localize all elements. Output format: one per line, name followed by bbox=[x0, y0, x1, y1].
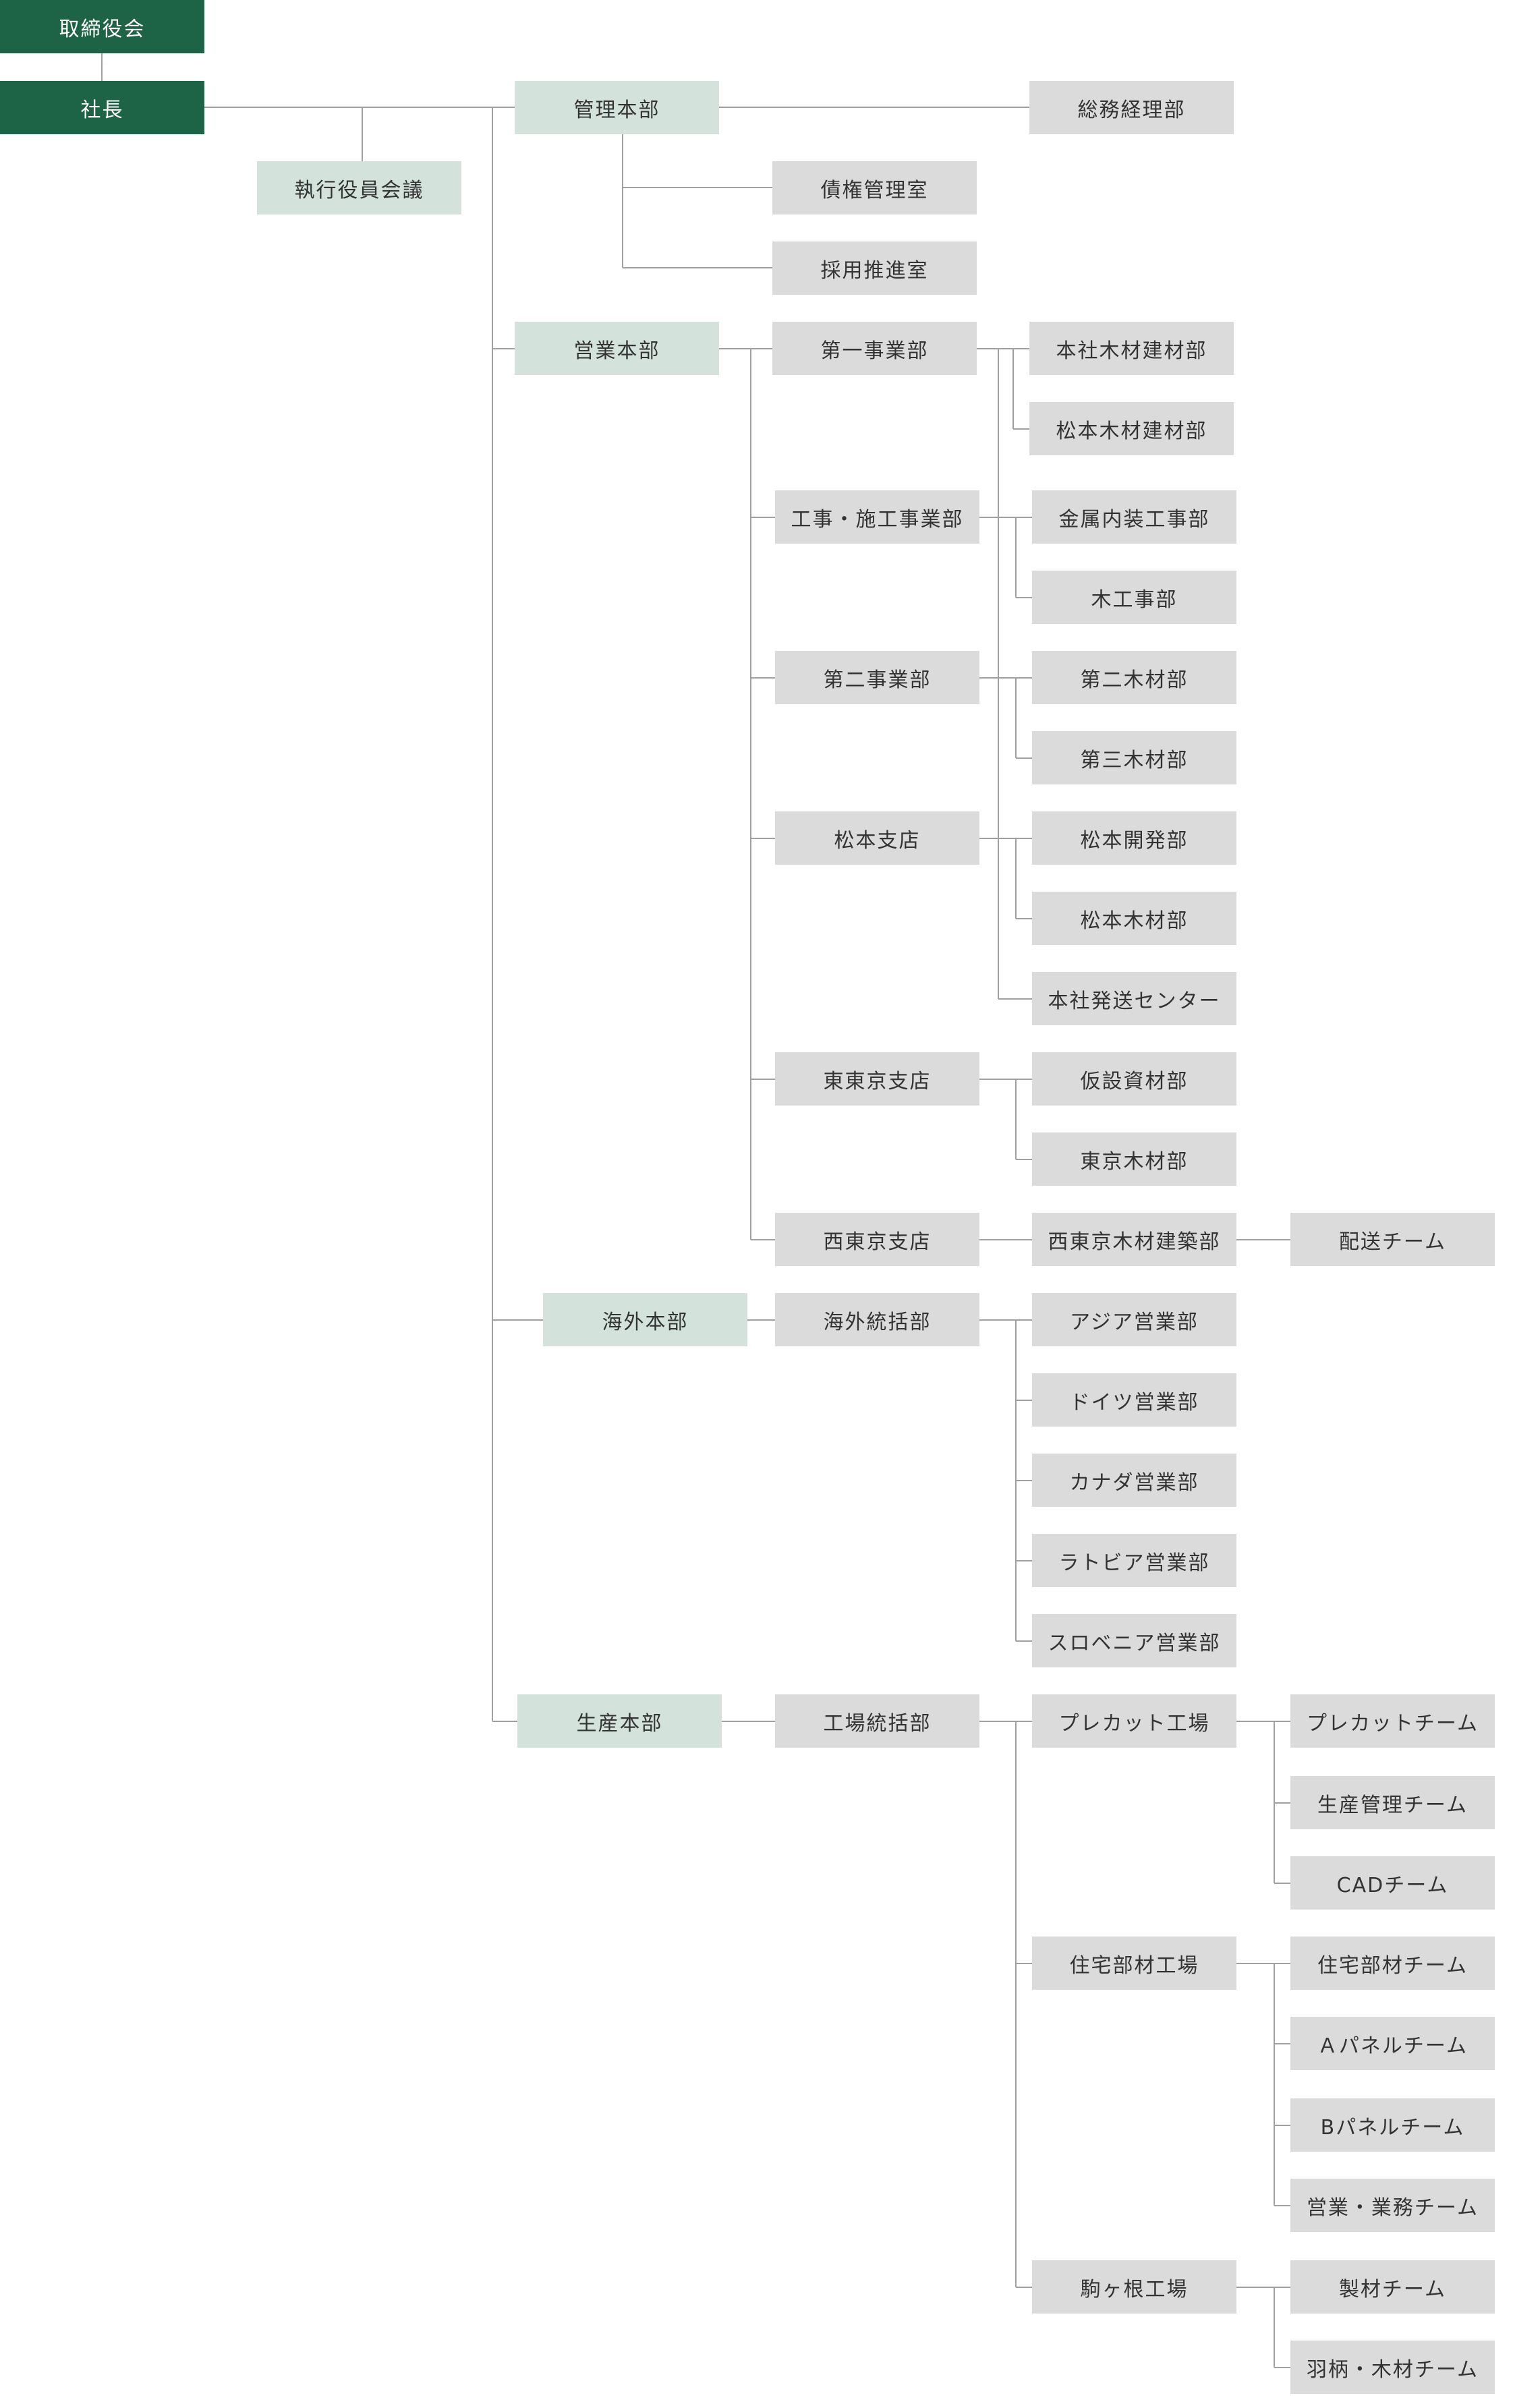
overseas-division-box: 海外統括部 bbox=[775, 1293, 979, 1346]
metal-interior-box: 金属内装工事部 bbox=[1032, 490, 1236, 544]
recruitment-box: 採用推進室 bbox=[772, 241, 977, 295]
germany-sales-box: ドイツ営業部 bbox=[1032, 1373, 1236, 1427]
temporary-materials-box: 仮設資材部 bbox=[1032, 1052, 1236, 1106]
division-2-box: 第二事業部 bbox=[775, 651, 979, 704]
shipping-center-box: 本社発送センター bbox=[1032, 972, 1236, 1025]
division-1-box: 第一事業部 bbox=[772, 322, 977, 375]
west-tokyo-branch-box: 西東京支店 bbox=[775, 1213, 979, 1266]
general-affairs-box: 総務経理部 bbox=[1029, 81, 1234, 134]
overseas-hq-box: 海外本部 bbox=[543, 1293, 747, 1346]
precut-factory-box: プレカット工場 bbox=[1032, 1694, 1236, 1748]
second-lumber-box: 第二木材部 bbox=[1032, 651, 1236, 704]
east-tokyo-branch-box: 東東京支店 bbox=[775, 1052, 979, 1106]
sawmill-team-box: 製材チーム bbox=[1290, 2260, 1495, 2314]
third-lumber-box: 第三木材部 bbox=[1032, 731, 1236, 784]
delivery-team-box: 配送チーム bbox=[1290, 1213, 1495, 1266]
komagane-factory-box: 駒ヶ根工場 bbox=[1032, 2260, 1236, 2314]
matsumoto-development-box: 松本開発部 bbox=[1032, 811, 1236, 865]
slovenia-sales-box: スロベニア営業部 bbox=[1032, 1614, 1236, 1667]
factory-division-box: 工場統括部 bbox=[775, 1694, 979, 1748]
president-box: 社長 bbox=[0, 81, 204, 134]
matsumoto-branch-box: 松本支店 bbox=[775, 811, 979, 865]
matsumoto-lumber-building-box: 松本木材建材部 bbox=[1029, 402, 1234, 455]
construction-division-box: 工事・施工事業部 bbox=[775, 490, 979, 544]
housing-parts-team-box: 住宅部材チーム bbox=[1290, 1937, 1495, 1990]
housing-parts-factory-box: 住宅部材工場 bbox=[1032, 1937, 1236, 1990]
matsumoto-lumber-box: 松本木材部 bbox=[1032, 892, 1236, 945]
west-tokyo-building-box: 西東京木材建築部 bbox=[1032, 1213, 1236, 1266]
a-panel-team-box: Ａパネルチーム bbox=[1290, 2017, 1495, 2070]
cad-team-box: CADチーム bbox=[1290, 1856, 1495, 1910]
production-management-team-box: 生産管理チーム bbox=[1290, 1776, 1495, 1829]
precut-team-box: プレカットチーム bbox=[1290, 1694, 1495, 1748]
sales-operations-team-box: 営業・業務チーム bbox=[1290, 2179, 1495, 2232]
credit-management-box: 債権管理室 bbox=[772, 161, 977, 214]
production-hq-box: 生産本部 bbox=[517, 1694, 722, 1748]
admin-hq-box: 管理本部 bbox=[515, 81, 719, 134]
tokyo-lumber-box: 東京木材部 bbox=[1032, 1133, 1236, 1186]
latvia-sales-box: ラトビア営業部 bbox=[1032, 1534, 1236, 1587]
habara-lumber-team-box: 羽柄・木材チーム bbox=[1290, 2341, 1495, 2394]
exec-meeting-box: 執行役員会議 bbox=[257, 161, 461, 214]
asia-sales-box: アジア営業部 bbox=[1032, 1293, 1236, 1346]
canada-sales-box: カナダ営業部 bbox=[1032, 1454, 1236, 1507]
woodwork-box: 木工事部 bbox=[1032, 571, 1236, 624]
sales-hq-box: 営業本部 bbox=[515, 322, 719, 375]
b-panel-team-box: Bパネルチーム bbox=[1290, 2098, 1495, 2152]
honsha-lumber-box: 本社木材建材部 bbox=[1029, 322, 1234, 375]
board-box: 取締役会 bbox=[0, 0, 204, 53]
